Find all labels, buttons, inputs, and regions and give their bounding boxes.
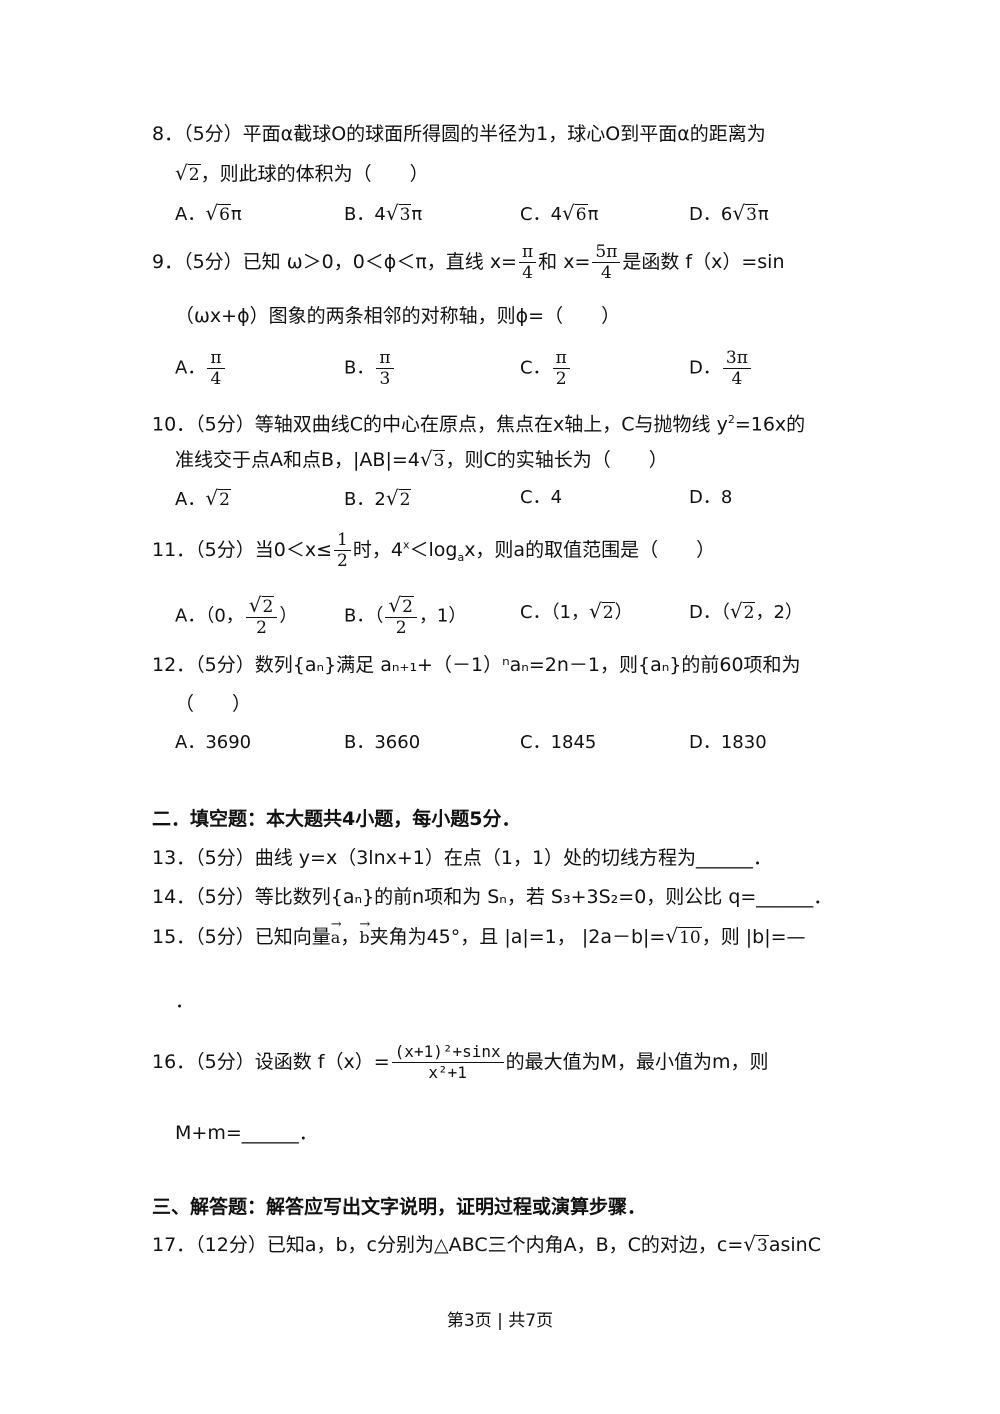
- q13: 13．（5分）曲线 y=x（3lnx+1）在点（1，1）处的切线方程为_____…: [152, 847, 773, 869]
- vector-a: a: [331, 912, 341, 951]
- q8-line1: 8．（5分）平面α截球O的球面所得圆的半径为1，球心O到平面α的距离为: [152, 123, 766, 145]
- q10-option-d: D．8: [689, 487, 733, 508]
- section-heading-solutions: 三、解答题：解答应写出文字说明，证明过程或演算步骤．: [152, 1196, 647, 1218]
- q11-option-c: C．（1，√2）: [520, 599, 633, 623]
- q12-option-c: C．1845: [520, 732, 597, 753]
- q10-line1: 10．（5分）等轴双曲线C的中心在原点，焦点在x轴上，C与抛物线 y2=16x的: [152, 413, 806, 436]
- q8-option-d: D．6√3π: [689, 201, 769, 225]
- q10-option-c: C．4: [520, 487, 563, 508]
- q14: 14．（5分）等比数列{aₙ}的前n项和为 Sₙ，若 S₃+3S₂=0，则公比 …: [152, 886, 833, 908]
- q10-line2: 准线交于点A和点B，|AB|=4√3，则C的实轴长为（ ）: [175, 447, 668, 471]
- q12-line1: 12．（5分）数列{aₙ}满足 aₙ₊₁+（－1）ⁿaₙ=2n－1，则{aₙ}的…: [152, 654, 801, 676]
- q12-option-d: D．1830: [689, 732, 767, 753]
- q8-option-c: C．4√6π: [520, 201, 599, 225]
- q16-line2: M+m=______．: [175, 1122, 318, 1144]
- vector-b: b: [359, 912, 370, 951]
- q10-option-b: B．2√2: [344, 486, 412, 510]
- q8-option-a: A．√6π: [175, 201, 242, 225]
- q12-option-a: A．3690: [175, 732, 252, 753]
- q8-line2: √2，则此球的体积为（ ）: [175, 160, 429, 188]
- q15-line1: 15．（5分）已知向量a，b夹角为45°，且 |a|=1， |2a－b|=√10…: [152, 912, 806, 951]
- q8-option-b: B．4√3π: [344, 201, 423, 225]
- q11-option-d: D．（√2，2）: [689, 599, 803, 623]
- q12-option-b: B．3660: [344, 732, 421, 753]
- q12-line2: （ ）: [175, 693, 252, 715]
- page-footer: 第3页 | 共7页: [446, 1311, 554, 1331]
- q15-line2: ．: [175, 990, 195, 1012]
- q10-option-a: A．√2: [175, 486, 231, 510]
- q17-line1: 17．（12分）已知a，b，c分别为△ABC三个内角A，B，C的对边，c=√3a…: [152, 1232, 821, 1256]
- section-heading-fill-in: 二．填空题：本大题共4小题，每小题5分．: [152, 808, 521, 830]
- q9-line2: （ωx+ϕ）图象的两条相邻的对称轴，则ϕ=（ ）: [175, 305, 621, 327]
- sqrt-2: √2: [175, 161, 201, 185]
